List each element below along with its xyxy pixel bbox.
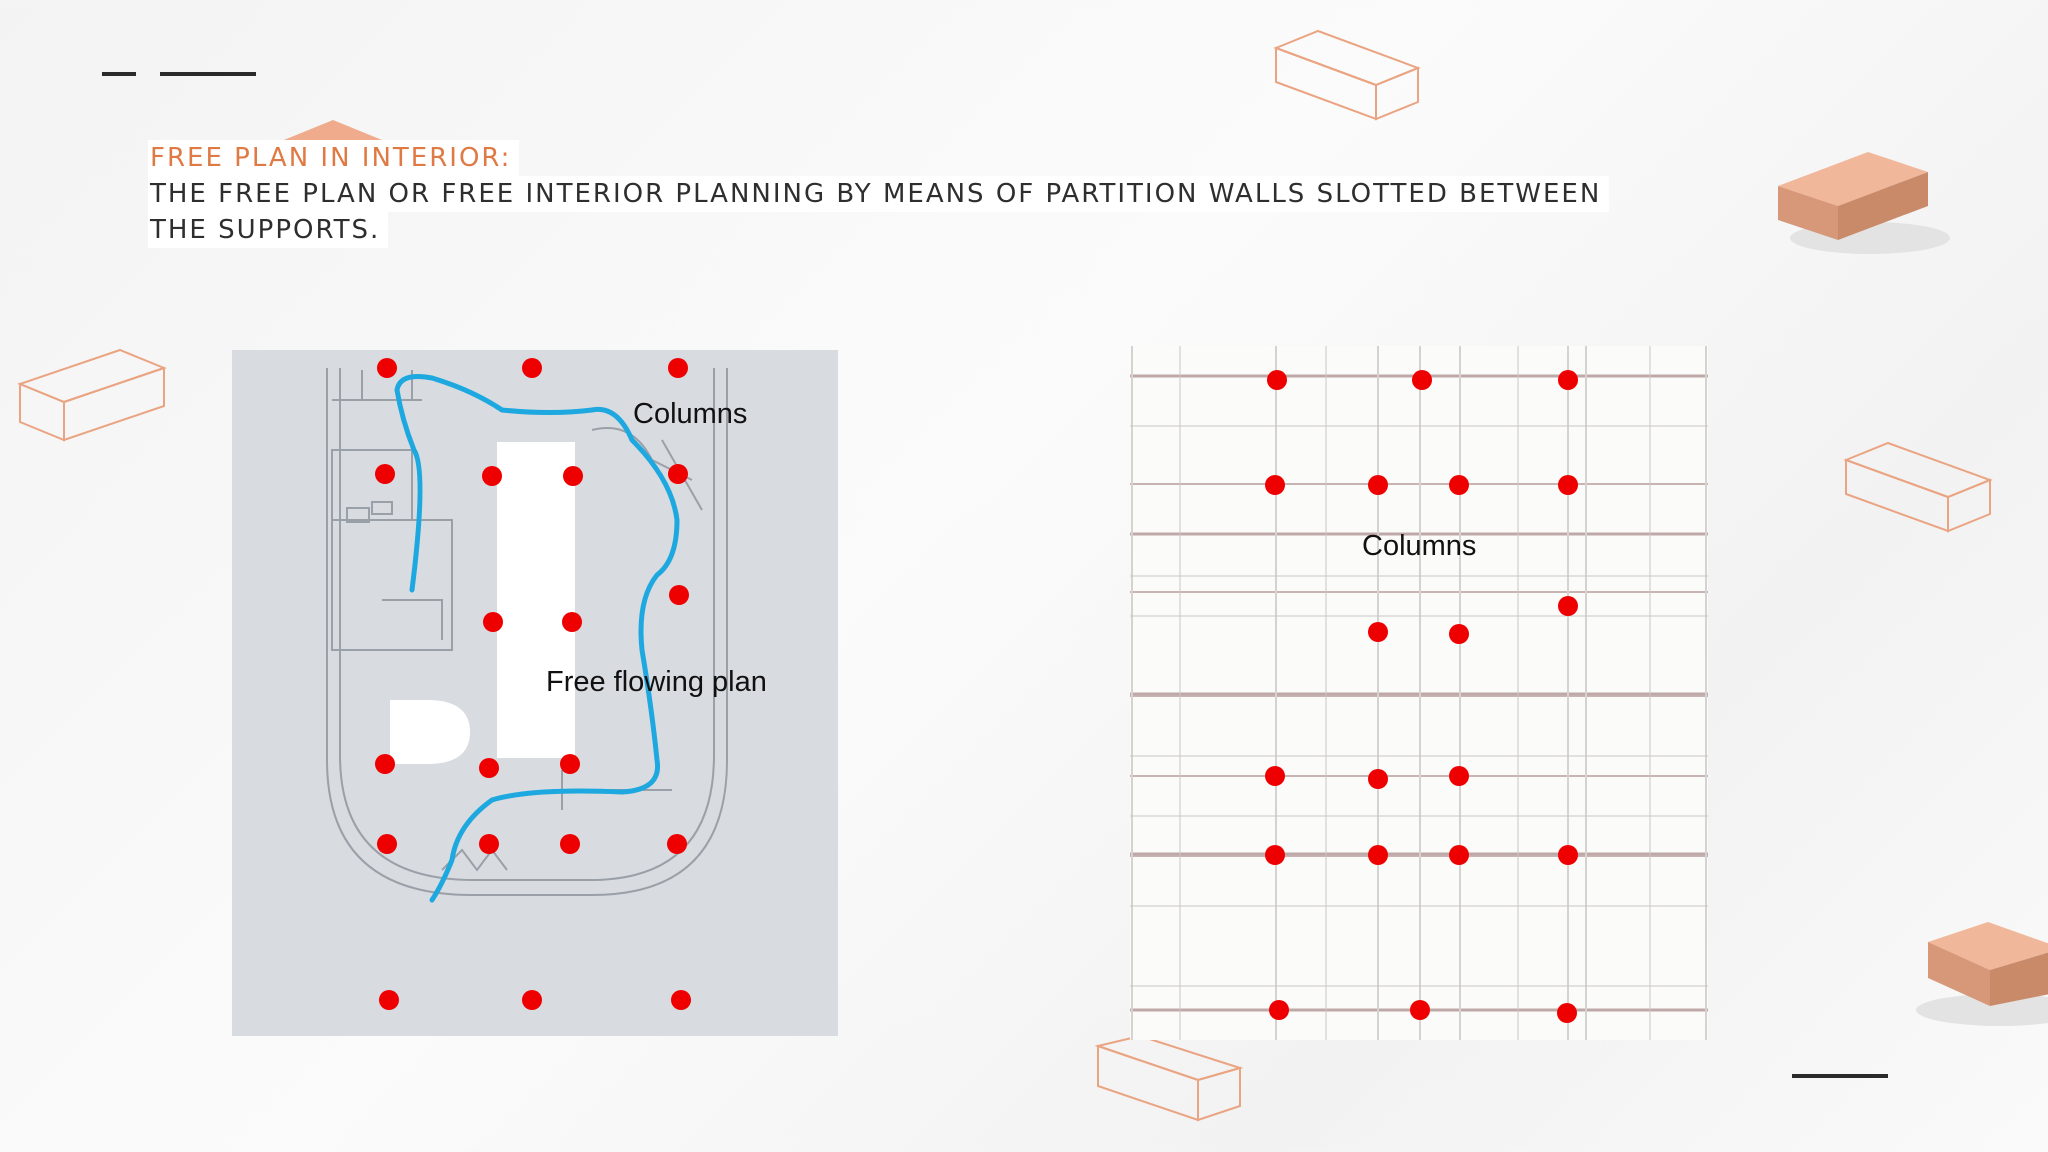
column-marker xyxy=(1269,1000,1289,1020)
column-marker xyxy=(522,358,542,378)
column-marker xyxy=(667,834,687,854)
column-marker xyxy=(1267,370,1287,390)
decor-dash-short xyxy=(102,72,136,76)
column-marker xyxy=(1449,766,1469,786)
column-marker xyxy=(668,464,688,484)
column-marker xyxy=(377,358,397,378)
house-roof-icon xyxy=(284,120,382,140)
column-marker xyxy=(560,834,580,854)
label-columns: Columns xyxy=(1362,530,1477,562)
brick-solid-icon xyxy=(1916,922,2048,1026)
column-marker xyxy=(562,612,582,632)
column-marker xyxy=(1368,769,1388,789)
column-marker xyxy=(482,466,502,486)
brick-solid-icon xyxy=(1778,152,1950,254)
column-marker xyxy=(1265,475,1285,495)
column-marker xyxy=(522,990,542,1010)
column-marker xyxy=(1368,475,1388,495)
column-marker xyxy=(375,754,395,774)
column-marker xyxy=(379,990,399,1010)
column-marker xyxy=(1412,370,1432,390)
column-marker xyxy=(1558,596,1578,616)
slide-title: FREE PLAN IN INTERIOR: xyxy=(148,140,520,176)
column-marker xyxy=(669,585,689,605)
column-marker xyxy=(479,834,499,854)
column-marker xyxy=(1410,1000,1430,1020)
label-columns: Columns xyxy=(633,398,748,430)
slide-description-line-1: THE FREE PLAN OR FREE INTERIOR PLANNING … xyxy=(148,176,1610,212)
free-plan-figure: Columns Free flowing plan xyxy=(232,350,838,1036)
brick-outline-icon xyxy=(17,348,167,442)
column-marker xyxy=(479,758,499,778)
column-marker xyxy=(563,466,583,486)
decor-dash-long xyxy=(160,72,256,76)
column-marker xyxy=(668,358,688,378)
column-marker xyxy=(1449,475,1469,495)
column-marker xyxy=(1558,475,1578,495)
column-marker xyxy=(483,612,503,632)
slide-heading: FREE PLAN IN INTERIOR: THE FREE PLAN OR … xyxy=(148,140,1610,248)
column-marker xyxy=(560,754,580,774)
label-free-flowing-plan: Free flowing plan xyxy=(546,666,767,698)
column-marker xyxy=(1449,624,1469,644)
free-plan-drawing xyxy=(326,358,728,1010)
free-plan-flow-line xyxy=(394,374,680,903)
column-marker xyxy=(1449,845,1469,865)
decor-dash-bottom xyxy=(1792,1074,1888,1078)
column-marker xyxy=(1558,845,1578,865)
column-marker xyxy=(1558,370,1578,390)
column-marker xyxy=(1557,1003,1577,1023)
brick-outline-icon xyxy=(1843,441,1993,533)
column-marker xyxy=(1368,845,1388,865)
column-marker xyxy=(1265,845,1285,865)
column-grid-drawing xyxy=(1130,346,1708,1040)
column-marker xyxy=(671,990,691,1010)
column-marker xyxy=(377,834,397,854)
slide-description-line-2: THE SUPPORTS. xyxy=(148,212,389,248)
column-grid-figure: Columns xyxy=(1130,346,1708,1040)
column-marker xyxy=(1265,766,1285,786)
brick-outline-icon xyxy=(1094,1034,1244,1122)
brick-outline-icon xyxy=(1273,29,1421,121)
column-marker xyxy=(1368,622,1388,642)
column-marker xyxy=(375,464,395,484)
